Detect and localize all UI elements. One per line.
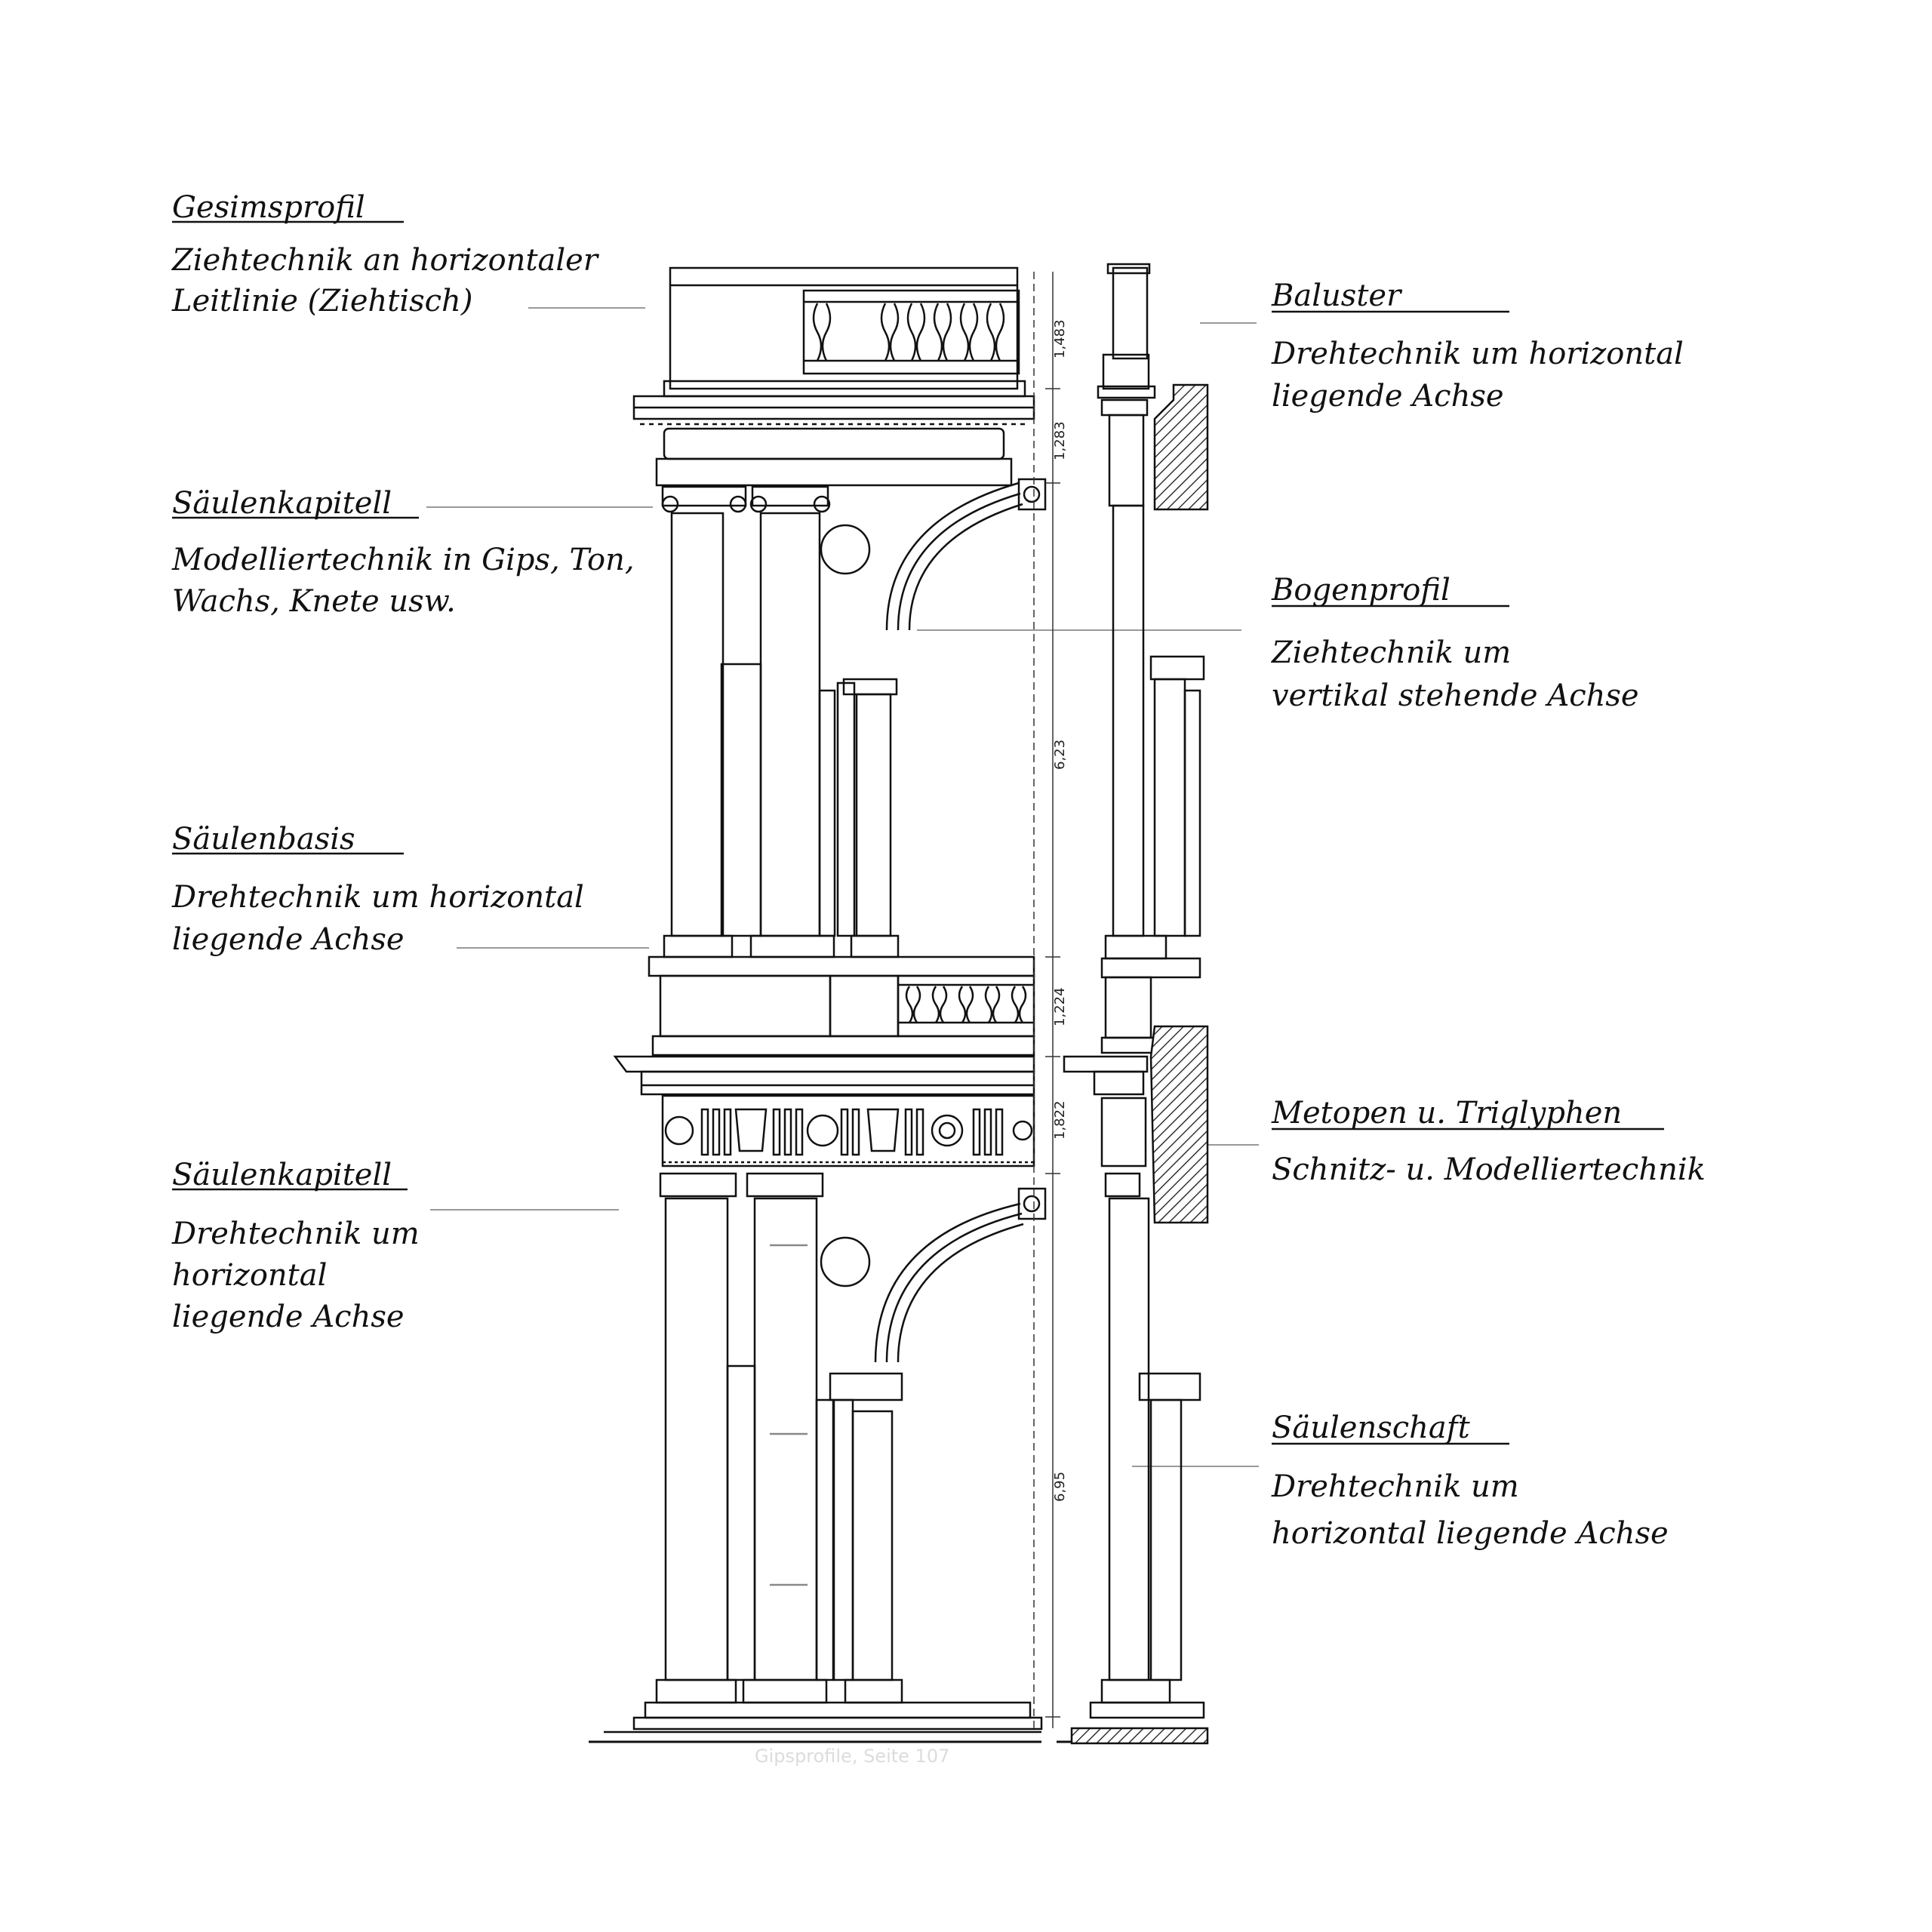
hatched-section-lower bbox=[1149, 1025, 1209, 1224]
watermark: Gipsprofile, Seite 107 bbox=[755, 1746, 949, 1767]
annotation-title: Säulenschaft bbox=[1272, 1411, 1471, 1445]
dimension-label: 1,822 bbox=[1052, 1100, 1068, 1140]
oculus-lower bbox=[820, 1236, 871, 1287]
annotation-line: Wachs, Knete usw. bbox=[172, 584, 456, 619]
annotation-gesimsprofil: Gesimsprofil Ziehtechnik an horizontaler… bbox=[171, 190, 645, 318]
lower-capital bbox=[659, 1172, 737, 1198]
annotation-line: liegende Achse bbox=[1272, 379, 1504, 414]
annotation-title: Bogenprofil bbox=[1271, 573, 1451, 608]
annotation-line: Drehtechnik um bbox=[1271, 1469, 1519, 1504]
dimension-label: 6,95 bbox=[1052, 1472, 1068, 1502]
annotation-line: horizontal bbox=[172, 1258, 327, 1293]
annotation-line: Leitlinie (Ziehtisch) bbox=[171, 284, 472, 318]
attic-block bbox=[669, 266, 1019, 390]
annotation-baluster: Baluster Drehtechnik um horizontal liege… bbox=[1200, 278, 1684, 414]
keystone-mask-lower bbox=[1017, 1187, 1047, 1220]
annotation-title: Säulenkapitell bbox=[172, 486, 392, 521]
arch-lower bbox=[874, 1202, 1021, 1363]
annotation-line: vertikal stehende Achse bbox=[1272, 678, 1639, 713]
annotation-line: Modelliertechnik in Gips, Ton, bbox=[171, 543, 635, 577]
upper-columns bbox=[663, 512, 900, 958]
oculus-upper bbox=[820, 524, 871, 575]
annotation-title: Baluster bbox=[1271, 278, 1403, 313]
upper-entablature bbox=[632, 395, 1035, 487]
annotation-bogenprofil: Bogenprofil Ziehtechnik um vertikal steh… bbox=[917, 573, 1639, 713]
annotation-title: Metopen u. Triglyphen bbox=[1271, 1096, 1622, 1131]
annotation-line: Schnitz- u. Modelliertechnik bbox=[1272, 1152, 1706, 1187]
balusters-upper bbox=[812, 303, 1005, 361]
annotation-saeulenkapitell-1: Säulenkapitell Modelliertechnik in Gips,… bbox=[171, 486, 653, 619]
annotation-title: Säulenbasis bbox=[172, 822, 355, 857]
metope-ox-skull bbox=[734, 1108, 768, 1152]
annotation-saeulenkapitell-2: Säulenkapitell Drehtechnik um horizontal… bbox=[171, 1158, 619, 1334]
annotation-line: Ziehtechnik um bbox=[1270, 635, 1511, 670]
annotation-line: liegende Achse bbox=[172, 922, 405, 957]
facade-elevation bbox=[589, 263, 1209, 1745]
annotation-line: Ziehtechnik an horizontaler bbox=[171, 243, 600, 278]
annotation-line: liegende Achse bbox=[172, 1300, 405, 1334]
dimension-label: 1,283 bbox=[1052, 421, 1068, 460]
annotation-line: Drehtechnik um horizontal bbox=[171, 880, 584, 915]
balustrade-upper bbox=[802, 289, 1020, 375]
upper-ionic-capitals bbox=[661, 478, 1047, 513]
hatched-section-upper bbox=[1153, 383, 1209, 511]
annotation-title: Gesimsprofil bbox=[172, 190, 365, 225]
annotation-line: horizontal liegende Achse bbox=[1272, 1516, 1669, 1551]
annotation-saeulenschaft: Säulenschaft Drehtechnik um horizontal l… bbox=[1132, 1411, 1669, 1551]
annotation-metopen: Metopen u. Triglyphen Schnitz- u. Modell… bbox=[1168, 1096, 1706, 1187]
lower-bases bbox=[589, 1678, 1043, 1743]
dimension-label: 6,23 bbox=[1052, 740, 1068, 770]
dimension-label: 1,483 bbox=[1052, 319, 1068, 358]
middle-balustrade bbox=[648, 955, 1035, 1057]
dimension-chain bbox=[1033, 272, 1060, 1728]
annotation-line: Drehtechnik um bbox=[171, 1217, 420, 1251]
lower-capital bbox=[746, 1172, 824, 1198]
annotation-title: Säulenkapitell bbox=[172, 1158, 392, 1192]
lower-columns bbox=[664, 1197, 903, 1681]
lower-cornice bbox=[613, 1055, 1035, 1096]
annotation-saeulenbasis: Säulenbasis Drehtechnik um horizontal li… bbox=[171, 822, 649, 957]
dimension-label: 1,224 bbox=[1052, 987, 1068, 1026]
annotation-line: Drehtechnik um horizontal bbox=[1271, 337, 1684, 371]
arch-upper bbox=[885, 481, 1020, 631]
frieze-metopes-triglyphs bbox=[661, 1094, 1035, 1168]
